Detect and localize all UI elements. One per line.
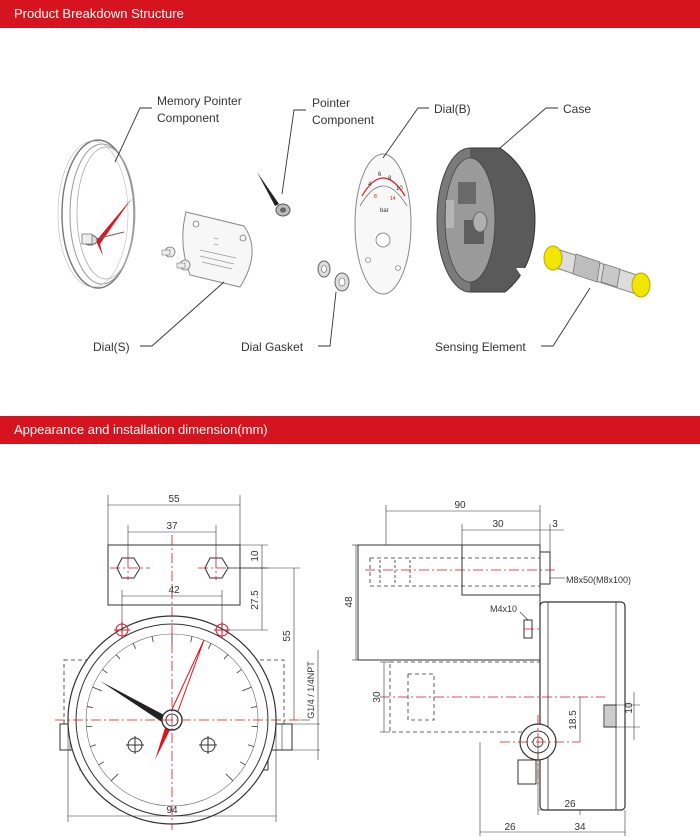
exploded-view-illustration: 4 6 8 10 8 14 bar (57, 107, 651, 347)
svg-text:4: 4 (368, 182, 372, 188)
front-view: 55 37 42 94 10 27.5 55 G1/4 / 1/4NPT (55, 494, 320, 830)
dial-tick (190, 636, 193, 643)
dim-front-thread: G1/4 / 1/4NPT (306, 661, 316, 719)
dial-tick (242, 686, 252, 692)
dial-tick (102, 669, 108, 674)
dial-tick (86, 706, 94, 708)
section-header-breakdown: Product Breakdown Structure (0, 0, 700, 28)
dial-b-part: 4 6 8 10 8 14 bar (354, 153, 412, 295)
dim-side-10: 10 (624, 702, 635, 714)
dial-tick (240, 761, 246, 766)
label-memory-pointer-line2: Component (157, 111, 220, 125)
label-dial-gasket: Dial Gasket (241, 340, 304, 354)
svg-text:10: 10 (396, 186, 403, 192)
leader-lines (114, 107, 591, 347)
dim-side-30-top: 30 (492, 519, 504, 530)
dim-side-30-left: 30 (372, 691, 383, 703)
dial-tick (250, 706, 258, 708)
dim-front-37: 37 (166, 521, 178, 532)
svg-text:8: 8 (374, 194, 377, 200)
dim-front-10: 10 (250, 550, 261, 562)
dial-tick (247, 744, 254, 747)
dial-tick (98, 761, 104, 766)
dial-tick (115, 654, 121, 660)
side-view: 90 30 3 M8x50(M8x100) M4x10 48 30 18.5 1… (344, 500, 640, 836)
dim-side-90: 90 (454, 500, 466, 511)
label-dial-s: Dial(S) (93, 340, 130, 354)
svg-text:6: 6 (378, 172, 382, 178)
svg-text:8: 8 (388, 176, 392, 182)
dim-side-26-inner: 26 (564, 799, 576, 810)
dial-gasket-part (317, 260, 350, 292)
sensing-element-part (543, 245, 651, 298)
dim-front-55-side: 55 (282, 630, 293, 642)
dial-tick (92, 686, 102, 692)
dim-front-94: 94 (166, 805, 178, 816)
dial-tick (225, 773, 234, 782)
dial-tick (132, 643, 137, 649)
dim-side-34: 34 (574, 822, 586, 833)
svg-text:bar: bar (380, 208, 389, 214)
dim-front-42: 42 (168, 585, 180, 596)
dim-front-55-top: 55 (168, 494, 180, 505)
dim-side-48: 48 (344, 596, 355, 608)
label-case: Case (563, 102, 592, 116)
label-dial-b: Dial(B) (434, 102, 471, 116)
dial-tick (110, 773, 119, 782)
pointer-component-part (257, 172, 291, 217)
label-memory-pointer-line1: Memory Pointer (157, 94, 242, 108)
dim-side-3: 3 (552, 519, 558, 530)
dial-tick (90, 744, 97, 747)
svg-text:14: 14 (390, 196, 396, 202)
label-pointer-line1: Pointer (312, 96, 351, 110)
label-sensing-element: Sensing Element (435, 340, 526, 354)
case-part (436, 147, 536, 293)
dial-tick (236, 669, 242, 674)
dim-side-m4: M4x10 (490, 604, 517, 614)
dial-s-plate (161, 211, 253, 288)
dial-tick (207, 643, 212, 649)
label-pointer-line2: Component (312, 113, 375, 127)
dim-side-26-bottom: 26 (504, 822, 516, 833)
dial-tick (151, 636, 154, 643)
section-header-dimension: Appearance and installation dimension(mm… (0, 416, 700, 444)
dial-tick (223, 654, 229, 660)
dim-side-screw: M8x50(M8x100) (566, 575, 631, 585)
dim-side-18-5: 18.5 (568, 710, 579, 730)
dim-front-27-5: 27.5 (250, 590, 261, 610)
memory-pointer-component (57, 139, 136, 289)
